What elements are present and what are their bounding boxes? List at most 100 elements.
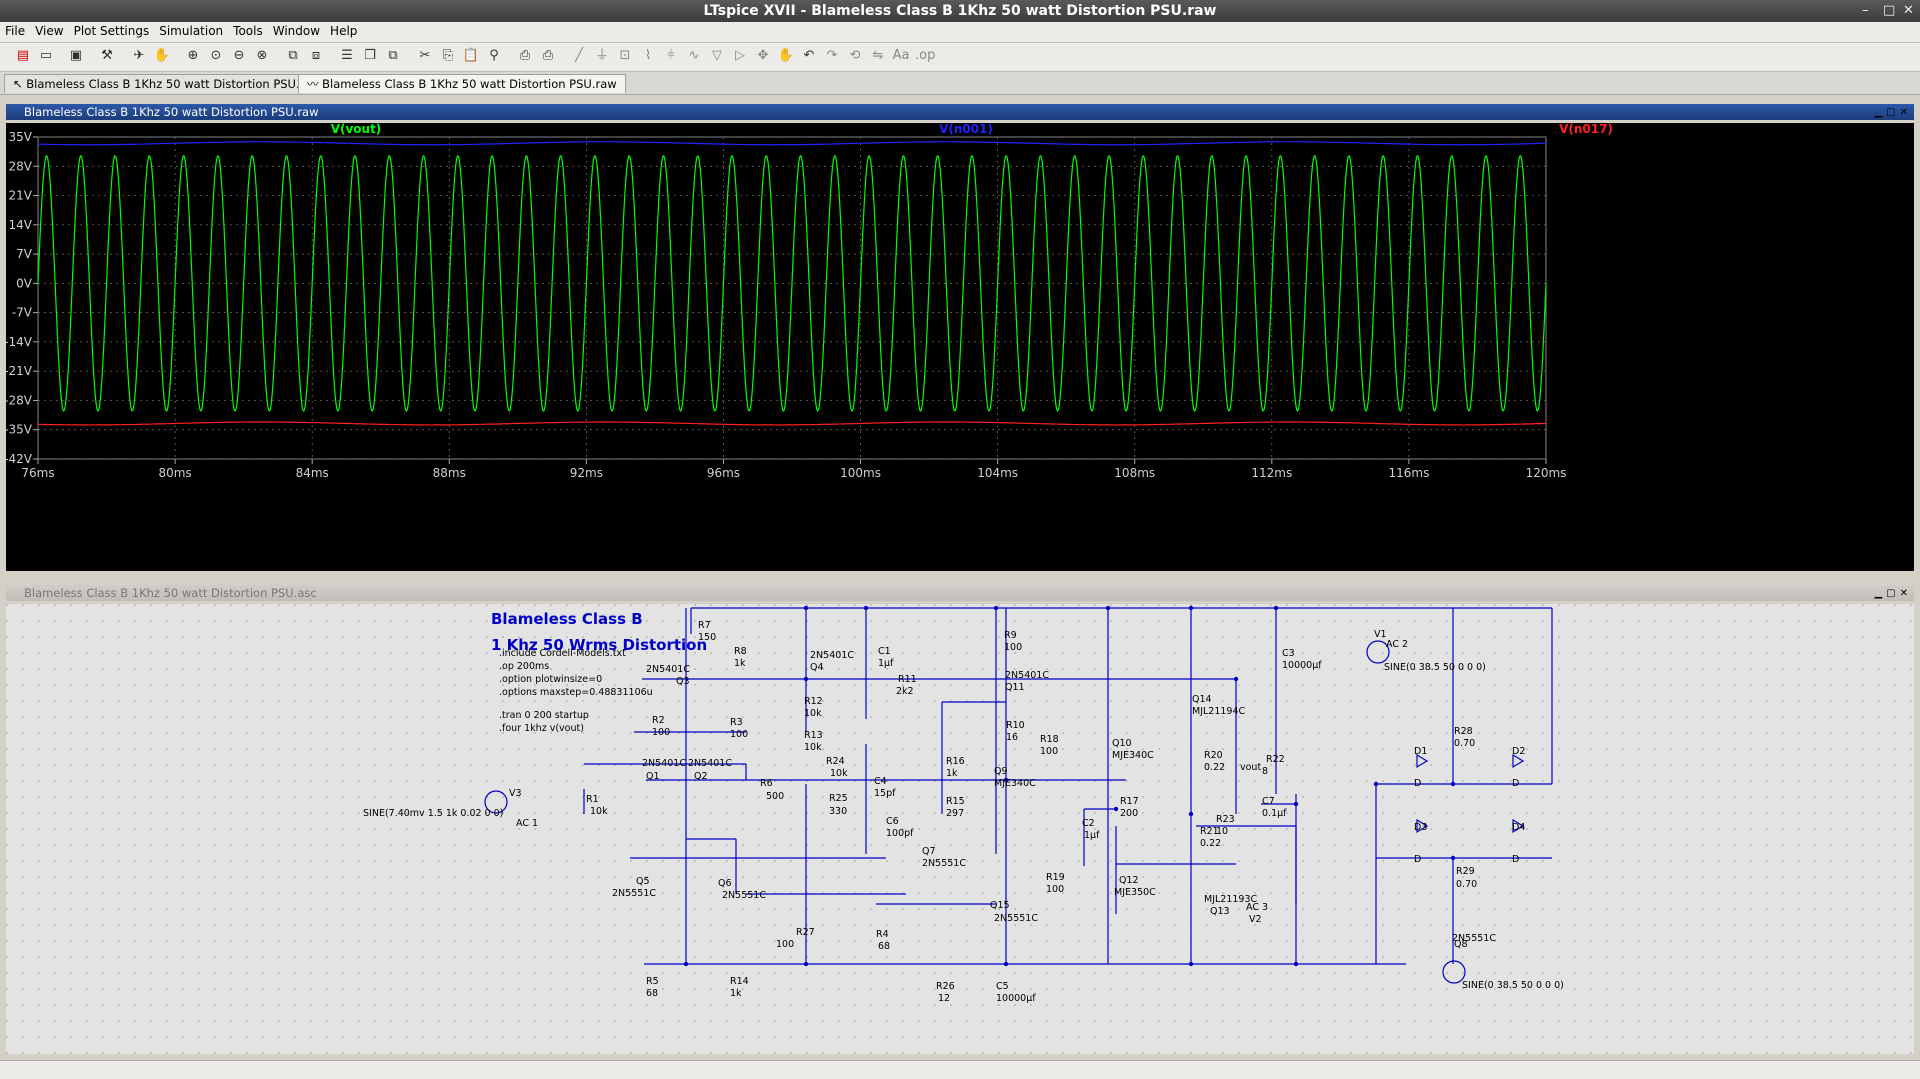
- y-tick-label: -35V: [6, 423, 33, 437]
- component-label: 2N5401C: [688, 758, 732, 769]
- wire-icon[interactable]: ╱: [575, 48, 583, 63]
- component-label: C3: [1282, 648, 1295, 659]
- menu-help[interactable]: Help: [330, 24, 358, 38]
- new-schematic-icon[interactable]: ▤: [16, 48, 30, 63]
- tab-schematic-label: Blameless Class B 1Khz 50 watt Distortio…: [26, 77, 319, 91]
- trace-label[interactable]: V(n001): [939, 122, 993, 136]
- copy-icon[interactable]: ⎘: [442, 48, 454, 63]
- trace-line[interactable]: [37, 421, 1547, 426]
- find-icon[interactable]: ⚲: [489, 48, 499, 63]
- schematic-svg[interactable]: Blameless Class B 1 Khz 50 Wrms Distorti…: [6, 604, 1914, 1054]
- component-label: AC 3: [1246, 902, 1268, 913]
- component-label: D: [1414, 854, 1421, 865]
- component-label: 500: [766, 791, 784, 802]
- schematic-heading-1: Blameless Class B: [491, 610, 643, 628]
- cut-icon[interactable]: ✂: [419, 48, 431, 63]
- autorange-icon[interactable]: ⧉: [288, 48, 298, 63]
- x-tick-label: 120ms: [1526, 466, 1567, 480]
- component-label: 0.22: [1204, 762, 1225, 773]
- directive-line: .options maxstep=0.48831106u: [499, 687, 653, 698]
- component-label: R6: [760, 778, 773, 789]
- circuit-wires: [484, 605, 1553, 984]
- junction-dot: [1450, 781, 1456, 787]
- control-panel-icon[interactable]: ⚒: [101, 48, 113, 63]
- undo-icon[interactable]: ↶: [803, 48, 815, 63]
- trace-line[interactable]: [37, 141, 1547, 146]
- tab-waveform[interactable]: 〰 Blameless Class B 1Khz 50 watt Distort…: [298, 74, 626, 93]
- component-label: Q7: [922, 846, 936, 857]
- inductor-icon[interactable]: ∿: [688, 48, 700, 63]
- diode-icon[interactable]: ▽: [712, 48, 722, 63]
- component-label: MJE350C: [1114, 887, 1156, 898]
- zoom-out-icon[interactable]: ⊖: [233, 48, 245, 63]
- text-icon[interactable]: Aa: [892, 48, 910, 63]
- component-label: 10k: [804, 742, 822, 753]
- component-icon[interactable]: ▷: [735, 48, 745, 63]
- menu-window[interactable]: Window: [272, 24, 321, 38]
- resistor-icon[interactable]: ⌇: [644, 48, 652, 63]
- tile-vertical-icon[interactable]: ⧉: [388, 48, 398, 63]
- component-label: 2k2: [896, 686, 914, 697]
- label-net-icon[interactable]: ⊡: [619, 48, 631, 63]
- tab-schematic[interactable]: ↖ Blameless Class B 1Khz 50 watt Distort…: [4, 74, 328, 93]
- paste-icon[interactable]: 📋: [462, 48, 480, 63]
- halt-icon[interactable]: ✋: [153, 48, 171, 63]
- component-label: R2: [652, 715, 665, 726]
- junction-dot: [1003, 961, 1009, 967]
- x-tick-label: 96ms: [707, 466, 740, 480]
- spice-directive-icon[interactable]: .op: [915, 48, 936, 63]
- trace-line[interactable]: [37, 154, 1547, 412]
- zoom-in-icon[interactable]: ⊕: [187, 48, 199, 63]
- trace-label[interactable]: V(vout): [331, 122, 382, 136]
- menu-simulation[interactable]: Simulation: [159, 24, 224, 38]
- component-label: 10k: [804, 708, 822, 719]
- waveform-svg[interactable]: 35V28V21V14V7V0V-7V-14V-21V-28V-35V-42V7…: [4, 122, 1914, 571]
- capacitor-icon[interactable]: ⫩: [667, 48, 675, 63]
- save-icon[interactable]: ▣: [69, 48, 83, 63]
- ground-icon[interactable]: ⏚: [595, 48, 609, 63]
- menu-file[interactable]: File: [5, 24, 26, 38]
- tab-waveform-label: Blameless Class B 1Khz 50 watt Distortio…: [322, 77, 617, 91]
- menu-plot-settings[interactable]: Plot Settings: [73, 24, 150, 38]
- print-icon[interactable]: ⎙: [542, 48, 554, 63]
- schematic-window-titlebar[interactable]: Blameless Class B 1Khz 50 watt Distortio…: [6, 585, 1914, 601]
- drag-icon[interactable]: ✋: [777, 48, 795, 63]
- move-icon[interactable]: ✥: [757, 48, 769, 63]
- redo-icon[interactable]: ↷: [826, 48, 838, 63]
- pan-icon[interactable]: ⊙: [210, 48, 222, 63]
- run-icon[interactable]: ✈: [133, 48, 145, 63]
- probe-icon[interactable]: ⧈: [311, 48, 321, 63]
- component-label: 0.70: [1456, 879, 1477, 890]
- component-label: Q14: [1192, 694, 1212, 705]
- mirror-icon[interactable]: ⇋: [872, 48, 884, 63]
- junction-dot: [803, 961, 809, 967]
- rotate-icon[interactable]: ⟲: [849, 48, 861, 63]
- component-label: MJL21193C: [1204, 894, 1258, 905]
- open-icon[interactable]: ▭: [39, 48, 53, 63]
- component-label: C5: [996, 981, 1009, 992]
- component-label: R10: [1006, 720, 1025, 731]
- minimize-icon[interactable]: –: [1862, 3, 1869, 18]
- component-label: V3: [509, 788, 522, 799]
- maximize-icon[interactable]: □: [1883, 3, 1896, 18]
- schematic-window-buttons[interactable]: ▁▢✕: [1874, 588, 1912, 599]
- close-icon[interactable]: ✕: [1903, 3, 1914, 18]
- plot-window-buttons[interactable]: ▁▢✕: [1874, 107, 1912, 118]
- cascade-icon[interactable]: ❐: [364, 48, 376, 63]
- zoom-fit-icon[interactable]: ⊗: [256, 48, 268, 63]
- trace-label[interactable]: V(n017): [1559, 122, 1613, 136]
- menu-bar: File View Plot Settings Simulation Tools Wind…: [0, 22, 1920, 43]
- schematic-canvas[interactable]: Blameless Class B 1 Khz 50 Wrms Distorti…: [6, 604, 1914, 1054]
- junction-dot: [1293, 801, 1299, 807]
- print-preview-icon[interactable]: ⎙: [519, 48, 531, 63]
- component-label: D2: [1512, 746, 1525, 757]
- component-label: Q10: [1112, 738, 1132, 749]
- component-label: 15pf: [874, 788, 896, 799]
- tile-horizontal-icon[interactable]: ☰: [341, 48, 353, 63]
- menu-tools[interactable]: Tools: [233, 24, 263, 38]
- menu-view[interactable]: View: [35, 24, 64, 38]
- component-label: R11: [898, 674, 917, 685]
- plot-window-titlebar[interactable]: Blameless Class B 1Khz 50 watt Distortio…: [6, 104, 1914, 120]
